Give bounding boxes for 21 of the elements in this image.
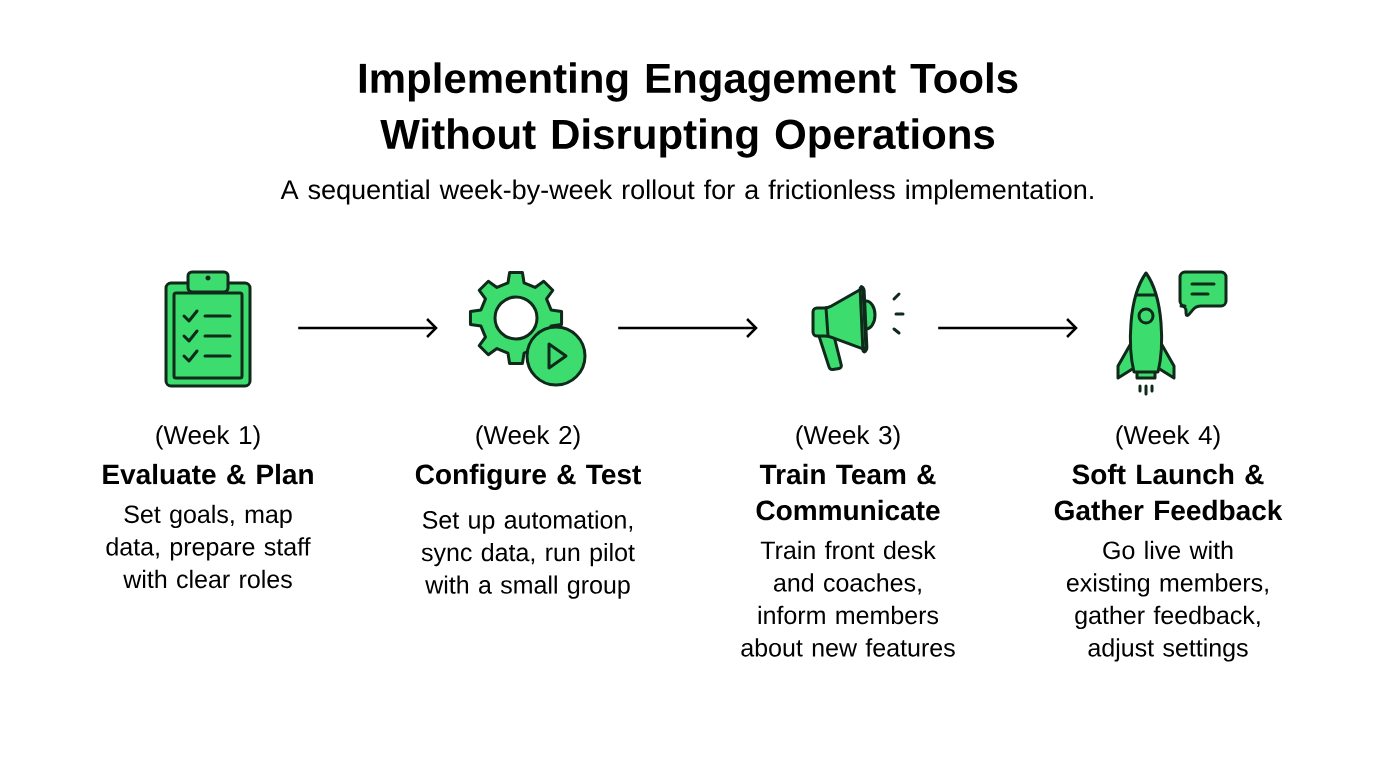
rocket-icon	[1116, 270, 1228, 396]
week-label: (Week 2)	[476, 425, 580, 450]
subtitle: A sequential week-by-week rollout for a frictionless implementation.	[280, 179, 1093, 205]
step-heading: Soft Launch & Gather Feedback	[1054, 463, 1283, 521]
step-description: Train front desk and coaches, inform members about new features	[741, 540, 955, 657]
week-label: (Week 3)	[796, 425, 900, 450]
step-description: Set up automation, sync data, run pilot with a small group	[421, 510, 635, 599]
step-description: Go live with existing members, gather feedback, adjust settings	[1066, 540, 1268, 662]
title: Implementing Engagement Tools Without Disrupting Operations	[359, 62, 1018, 158]
week-label: (Week 4)	[1116, 425, 1220, 450]
gear-icon	[468, 270, 587, 387]
week-label: (Week 1)	[156, 425, 260, 450]
step-description: Set goals, map data, prepare staff with clear roles	[106, 504, 311, 589]
arrow	[298, 318, 438, 338]
step-heading: Train Team & Communicate	[756, 463, 940, 521]
step-heading: Configure & Test	[415, 463, 641, 491]
arrow	[938, 318, 1078, 338]
step-heading: Evaluate & Plan	[103, 463, 313, 485]
arrow	[618, 318, 758, 338]
clipboard-icon	[164, 270, 252, 388]
megaphone-icon	[811, 285, 905, 372]
